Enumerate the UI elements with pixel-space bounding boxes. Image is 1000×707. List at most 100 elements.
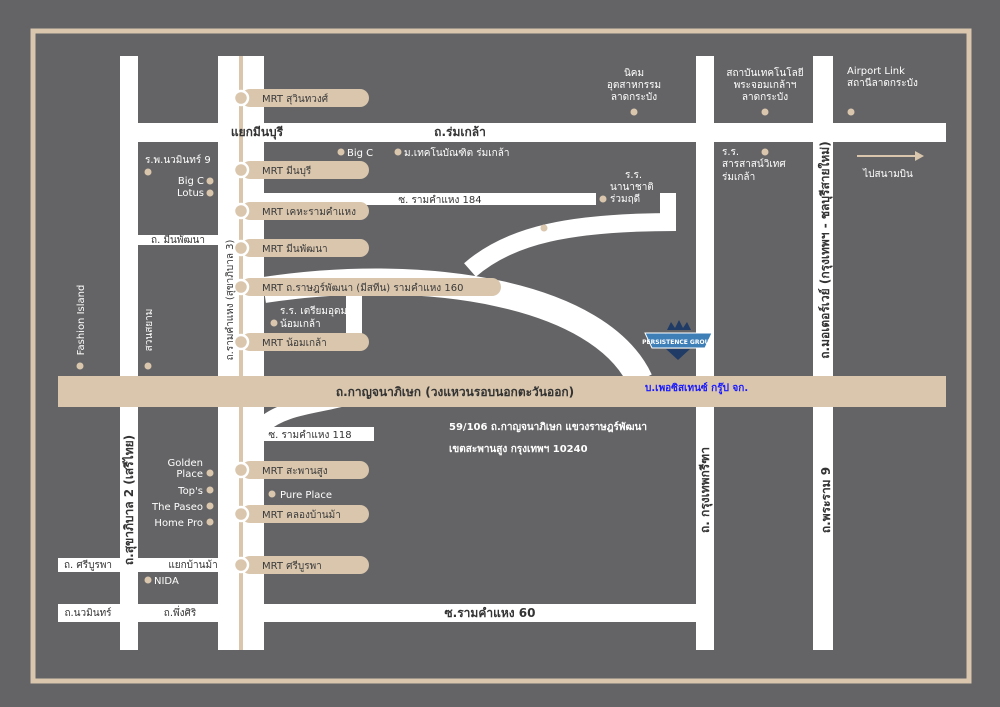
mrt-station-pill [241, 202, 369, 220]
landmarks: นิคม อุตสาหกรรม ลาดกระบัง สถาบันเทคโนโลย… [76, 66, 924, 587]
mrt-station-label: MRT ศรีบูรพา [262, 560, 322, 572]
landmark-dot [599, 195, 607, 203]
mrt-station-pill [241, 556, 369, 574]
landmark-nikhom-line3: ลาดกระบัง [611, 92, 657, 103]
landmark-university: ม.เทคโนบัณฑิต ร่มเกล้า [404, 146, 509, 159]
landmark-bigc-3: Big C [550, 224, 576, 235]
landmark-dot [270, 319, 278, 327]
road-label-sukhaphiban2: ถ.สุขาภิบาล 2 (เสรีไทย) [121, 435, 137, 565]
road-label-soi-60: ซ.รามคำแหง 60 [445, 606, 536, 620]
logo-text: PERSISTENCE GROUP [642, 339, 714, 346]
mrt-station: MRT สุวินทวงศ์ [232, 89, 369, 107]
road-triam-connector [346, 294, 362, 334]
road-soi-118 [264, 427, 374, 441]
road-label-rom-klao: ถ.ร่มเกล้า [434, 125, 486, 139]
mrt-station-pill [241, 278, 501, 296]
mrt-station-icon [232, 333, 250, 351]
landmark-golden-place-line2: Place [176, 469, 203, 480]
landmark-school-triam-line1: ร.ร. เตรียมอุดม [280, 305, 347, 317]
mrt-station-pill [241, 461, 369, 479]
landmark-dot [761, 108, 769, 116]
mrt-station-icon [232, 161, 250, 179]
landmark-school-nana-line3: ร่วมฤดี [610, 193, 640, 205]
road-label-krungthep-kritha: ถ. กรุงเทพกรีฑา [698, 447, 713, 533]
shield-icon [666, 349, 690, 360]
mrt-stations: MRT สุวินทวงศ์ MRT มีนบุรี MRT เคหะรามคำแห… [232, 89, 501, 574]
landmark-dot [540, 224, 548, 232]
landmark-dot [206, 502, 214, 510]
landmark-dot [206, 189, 214, 197]
mrt-station: MRT ศรีบูรพา [232, 556, 369, 574]
mrt-station-pill [241, 239, 369, 257]
landmark-dot [206, 518, 214, 526]
landmark-dot [394, 148, 402, 156]
landmark-dot [337, 148, 345, 156]
road-label-rama9: ถ.พระราม 9 [819, 467, 833, 533]
landmark-pure-place: Pure Place [280, 490, 332, 501]
landmark-bigc-1: Big C [347, 148, 373, 159]
landmark-airport-link-line1: Airport Link [847, 66, 905, 77]
landmark-airport: ไปสนามบิน [862, 168, 913, 180]
landmark-hospital: ร.พ.นวมินทร์ 9 [145, 154, 211, 166]
road-label-soi-184: ซ. รามคำแหง 184 [398, 195, 481, 206]
landmark-school-triam-line2: น้อมเกล้า [280, 318, 321, 330]
landmark-school-nana-line1: ร.ร. [625, 170, 642, 181]
road-label-kanchanaphisek: ถ.กาญจนาภิเษก (วงแหวนรอบนอกตะวันออก) [336, 385, 574, 399]
mrt-station: MRT มีนพัฒนา [232, 239, 369, 257]
road-curve-north [464, 213, 677, 277]
landmark-dot [847, 108, 855, 116]
road-sukhaphiban2 [120, 56, 138, 650]
road-soi-60 [58, 604, 714, 622]
mrt-station-label: MRT สะพานสูง [262, 466, 328, 477]
road-rom-klao [138, 123, 946, 142]
company-marker: PERSISTENCE GROUP บ.เพอซิสเทนซ์ กรู๊ป จก… [449, 320, 748, 456]
landmark-dot [144, 168, 152, 176]
company-address-line1: 59/106 ถ.กาญจนาภิเษก แขวงราษฎร์พัฒนา [449, 421, 647, 433]
mrt-station-pill [241, 505, 369, 523]
landmark-nikhom-line2: อุตสาหกรรม [607, 80, 661, 91]
landmark-kmitl-line2: พระจอมเกล้าฯ [734, 79, 797, 91]
mrt-station-label: MRT มีนบุรี [262, 165, 312, 177]
mrt-line [239, 56, 243, 650]
mrt-station: MRT เคหะรามคำแหง [232, 202, 369, 220]
company-address-line2: เขตสะพานสูง กรุงเทพฯ 10240 [449, 444, 588, 456]
mrt-station: MRT น้อมเกล้า [232, 333, 369, 351]
mrt-station-label: MRT มีนพัฒนา [262, 243, 328, 255]
mrt-station: MRT ถ.ราษฎร์พัฒนา (มีสทีน) รามคำแหง 160 [232, 278, 501, 296]
mrt-station-label: MRT สุวินทวงศ์ [262, 93, 329, 105]
landmark-lotus: Lotus [177, 188, 204, 199]
mrt-station-icon [232, 461, 250, 479]
landmark-dot [630, 108, 638, 116]
map-frame [30, 28, 972, 684]
mrt-station: MRT มีนบุรี [232, 161, 369, 179]
landmark-home-pro: Home Pro [154, 518, 203, 529]
landmark-kmitl-line1: สถาบันเทคโนโลยี [726, 66, 803, 79]
road-label-phueng-sin: ถ.พึ่งศิริ [164, 605, 197, 619]
road-label-ramkhamhaeng: ถ.รามคำแหง (สุขาภิบาล 3) [225, 240, 236, 361]
mrt-station-pill [241, 161, 369, 179]
junction-label-ban-ma: แยกบ้านม้า [168, 559, 217, 571]
landmark-bigc-2: Big C [178, 176, 204, 187]
mrt-station: MRT คลองบ้านม้า [232, 505, 369, 523]
landmark-fashion-island: Fashion Island [76, 285, 87, 356]
mrt-station-label: MRT เคหะรามคำแหง [262, 207, 356, 218]
landmark-school-nana-line2: นานาชาติ [610, 182, 654, 193]
mrt-station-pill [241, 333, 369, 351]
landmark-school-sarasas-line3: ร่มเกล้า [722, 171, 755, 183]
mrt-station-label: MRT น้อมเกล้า [262, 337, 327, 349]
airport-arrowhead-icon [915, 151, 924, 161]
road-min-phatthana [138, 235, 218, 245]
mrt-station-icon [232, 278, 250, 296]
landmark-suan-siam: สวนสยาม [144, 309, 155, 352]
landmark-airport-link-line2: สถานีลาดกระบัง [847, 77, 918, 89]
landmark-nida: NIDA [154, 576, 179, 587]
mrt-station-icon [232, 89, 250, 107]
persistence-logo: PERSISTENCE GROUP [642, 320, 714, 360]
landmark-kmitl-line3: ลาดกระบัง [742, 92, 788, 103]
road-krungthep-kritha [696, 56, 714, 650]
landmark-school-sarasas-line1: ร.ร. [722, 147, 739, 158]
landmark-dot [76, 362, 84, 370]
road-kanchanaphisek [58, 376, 946, 407]
landmark-nikhom-line1: นิคม [624, 68, 644, 79]
